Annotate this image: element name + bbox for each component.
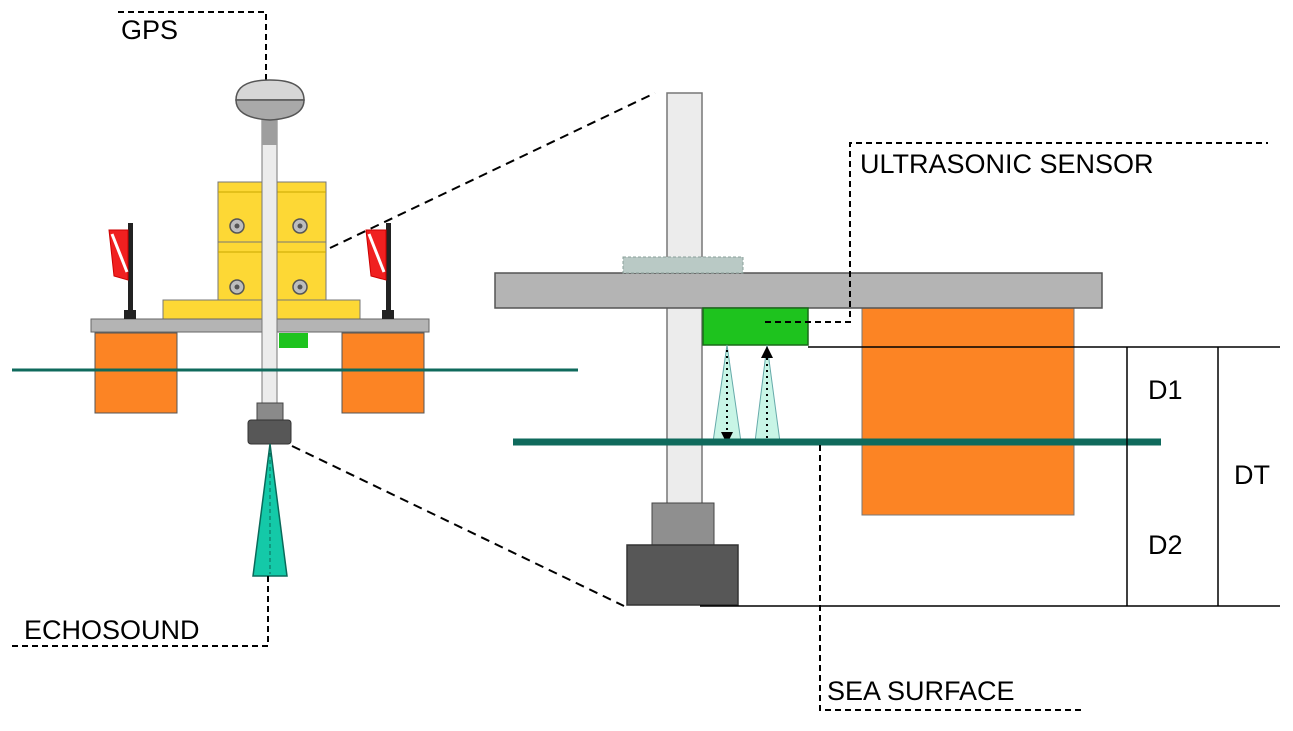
detail-echosounder — [626, 544, 739, 606]
dt-label: DT — [1234, 460, 1270, 490]
ultrasonic-sensor-label: ULTRASONIC SENSOR — [860, 149, 1154, 179]
d2-label: D2 — [1148, 530, 1183, 560]
detail-echosounder-collar — [651, 502, 715, 547]
d1-label: D1 — [1148, 375, 1183, 405]
echosound-label: ECHOSOUND — [24, 615, 200, 645]
deck — [90, 318, 430, 333]
measurement-lines — [700, 346, 1280, 607]
mast — [261, 114, 278, 406]
buoy-overview — [12, 11, 578, 647]
detail-view — [494, 92, 1280, 711]
right-flag — [365, 223, 394, 319]
detail-plate — [622, 256, 744, 274]
echosound-leader-line — [12, 575, 269, 647]
right-float — [341, 332, 425, 414]
gps-label: GPS — [121, 15, 179, 45]
echosounder-collar — [256, 402, 284, 422]
detail-deck — [494, 272, 1103, 309]
ultrasonic-beams — [712, 344, 781, 444]
ultrasonic-sensor — [702, 307, 809, 346]
sea-surface-leader-line — [819, 445, 1085, 711]
echosounder — [247, 419, 292, 445]
left-float — [94, 332, 178, 414]
sea-surface-label: SEA SURFACE — [827, 676, 1015, 706]
gps-antenna — [235, 79, 305, 121]
ultrasonic-leader-line — [765, 142, 1268, 323]
zoom-connectors — [291, 92, 656, 607]
gps-leader-line — [118, 11, 267, 80]
left-flag — [108, 223, 136, 319]
detail-float — [861, 307, 1075, 516]
ultrasonic-sensor-small — [279, 333, 308, 348]
